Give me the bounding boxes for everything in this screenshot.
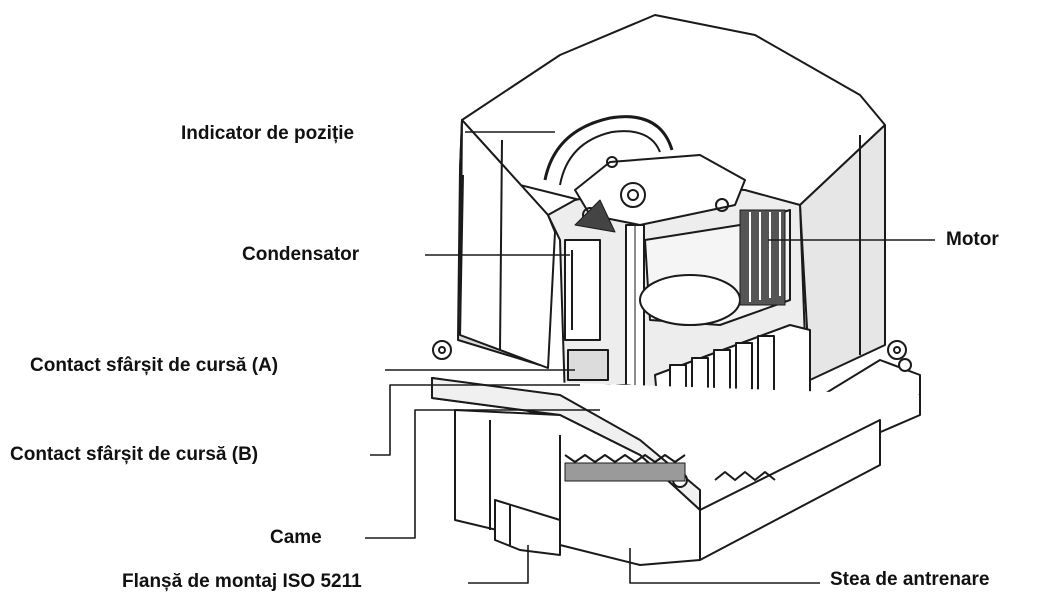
label-drive-star: Stea de antrenare (830, 569, 990, 590)
label-limit-switch-b: Contact sfârșit de cursă (B) (10, 444, 259, 465)
label-position-indicator: Indicator de poziție (181, 123, 355, 144)
label-limit-switch-a: Contact sfârșit de cursă (A) (30, 355, 279, 376)
position-indicator-dial (543, 115, 746, 233)
label-capacitor: Condensator (242, 244, 360, 265)
motor-body (639, 209, 791, 326)
leader-lines (365, 131, 935, 584)
leader-limit-switch-b (370, 384, 580, 456)
leader-cam (365, 409, 600, 539)
capacitor (564, 239, 601, 341)
label-mounting-flange: Flanșă de montaj ISO 5211 (122, 571, 362, 592)
label-motor: Motor (946, 229, 999, 250)
leader-mounting-flange (468, 545, 529, 584)
leader-drive-star (629, 548, 820, 584)
actuator-cover (457, 14, 886, 381)
mounting-flange (494, 499, 561, 556)
label-cam: Came (270, 527, 322, 548)
